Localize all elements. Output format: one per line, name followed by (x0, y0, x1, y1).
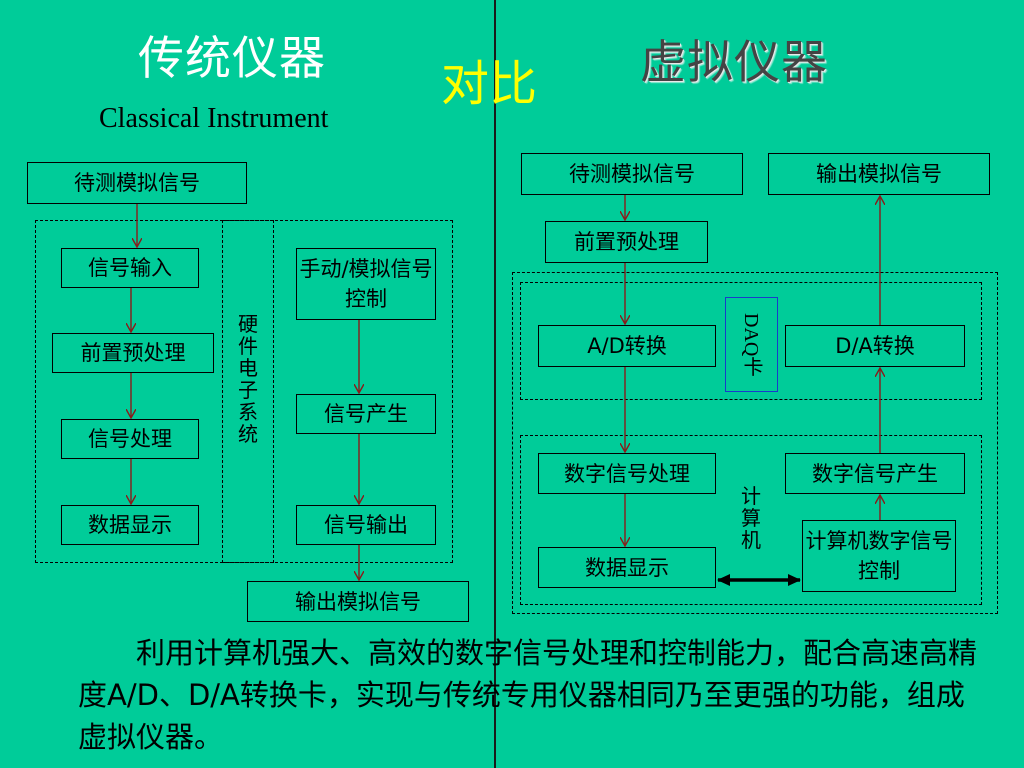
computer-label: 计算机 (741, 484, 761, 552)
virtual-da-converter-box: D/A转换 (785, 325, 965, 367)
classical-signal-output-box: 信号输出 (296, 505, 436, 545)
center-divider (494, 0, 496, 768)
virtual-dsg-box: 数字信号产生 (785, 453, 965, 494)
virtual-output-signal-box: 输出模拟信号 (768, 153, 990, 195)
classical-output-signal-box: 输出模拟信号 (247, 581, 469, 622)
virtual-preprocess-box: 前置预处理 (545, 221, 708, 263)
virtual-dsp-box: 数字信号处理 (538, 453, 716, 494)
virtual-input-signal-box: 待测模拟信号 (521, 153, 743, 195)
classical-manual-control-box: 手动/模拟信号控制 (296, 248, 436, 320)
classical-signal-generate-box: 信号产生 (296, 394, 436, 434)
classical-data-display-box: 数据显示 (61, 505, 199, 545)
classical-signal-processing-box: 信号处理 (61, 419, 199, 459)
comparison-title: 对比 (441, 56, 538, 112)
classical-input-signal-box: 待测模拟信号 (27, 162, 247, 204)
computer-frame (520, 435, 982, 605)
virtual-pc-control-box: 计算机数字信号控制 (802, 520, 956, 592)
daq-card-label: DAQ卡 (725, 297, 778, 392)
virtual-system-frame (512, 272, 998, 614)
classical-preprocess-box: 前置预处理 (52, 333, 214, 373)
daq-card-frame (520, 282, 982, 400)
classical-hw-label: 硬件电子系统 (238, 312, 258, 446)
classical-signal-input-box: 信号输入 (61, 248, 199, 288)
virtual-title: 虚拟仪器 (640, 35, 828, 89)
virtual-data-display-box: 数据显示 (538, 547, 716, 588)
virtual-ad-converter-box: A/D转换 (538, 325, 716, 367)
classical-hw-frame (222, 220, 274, 563)
summary-paragraph: 利用计算机强大、高效的数字信号处理和控制能力，配合高速高精度A/D、D/A转换卡… (78, 636, 978, 754)
classical-title: 传统仪器 (138, 31, 326, 85)
classical-subtitle: Classical Instrument (99, 103, 329, 134)
